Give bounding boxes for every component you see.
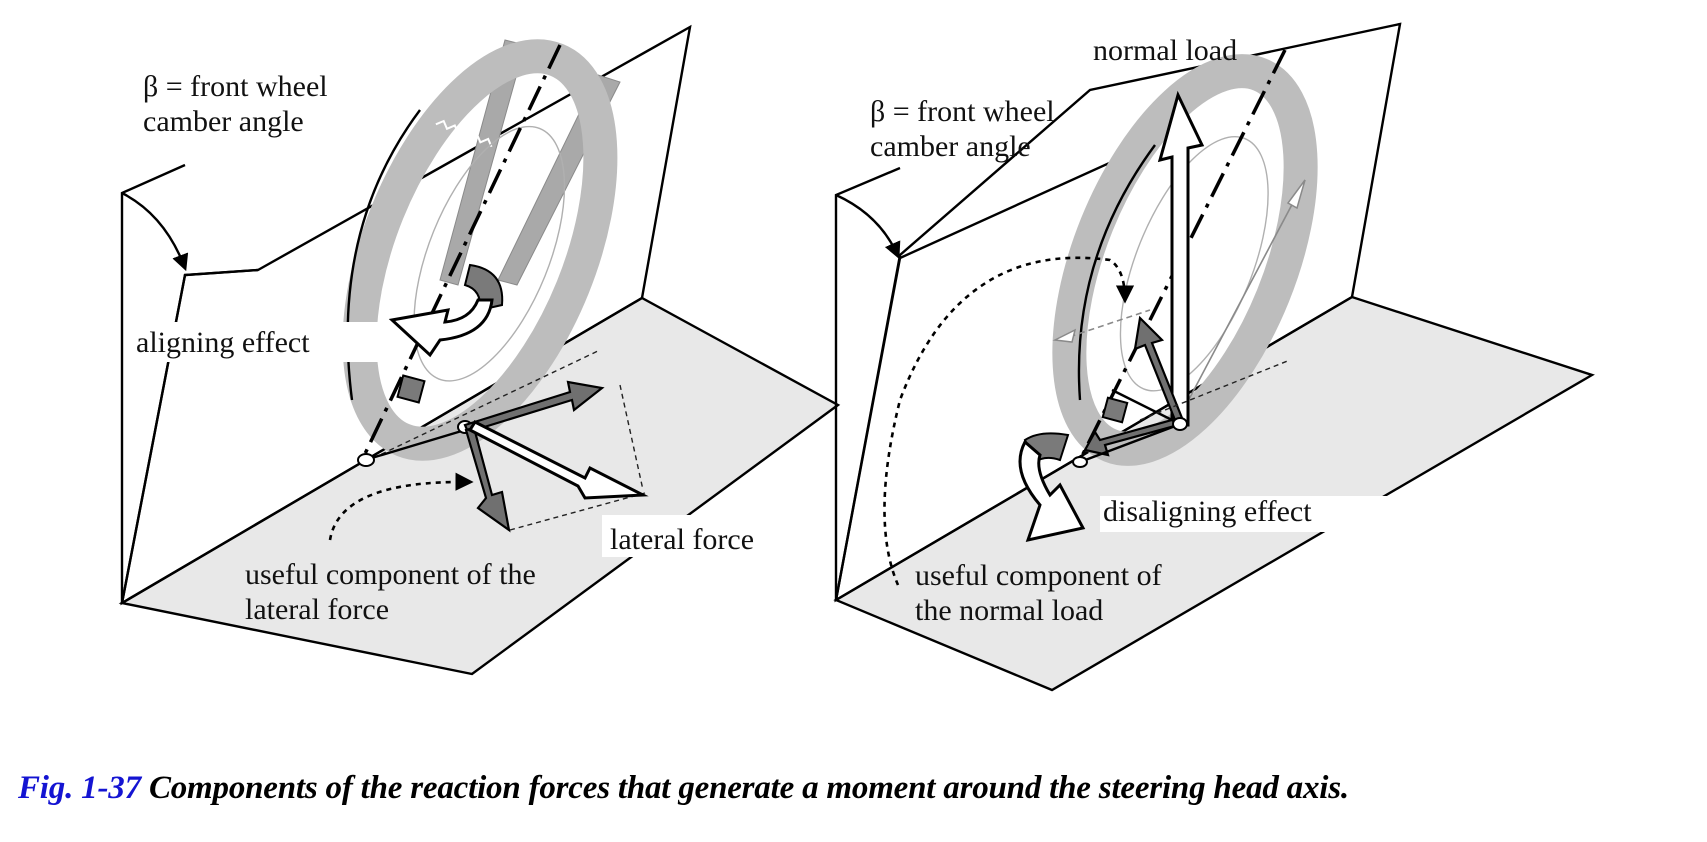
left-camber-plane-edge <box>120 268 259 604</box>
right-tire-outline <box>1077 144 1156 401</box>
left-camber-label-2: camber angle <box>143 105 304 138</box>
right-ground-line <box>1079 423 1179 464</box>
right-disaligning-effect-label: disaligning effect <box>1103 495 1312 528</box>
right-camber-label-1: β = front wheel <box>870 95 1055 128</box>
left-component-label-1: useful component of the <box>245 558 536 591</box>
left-reference-plane <box>120 163 186 603</box>
right-tire <box>1052 54 1318 466</box>
left-component-arrow-down <box>464 426 511 533</box>
right-panel <box>833 22 1595 692</box>
right-reference-plane <box>834 166 901 600</box>
left-contact-line <box>364 349 601 463</box>
right-vertical-plane <box>834 22 1402 603</box>
right-disaligning-arrow-icon <box>1018 439 1086 543</box>
figure-diagram: β = front wheel camber angle aligning ef… <box>118 22 1595 692</box>
right-component-label-2: the normal load <box>915 594 1103 627</box>
right-moment-arm <box>1111 388 1179 425</box>
right-contact-point <box>1072 456 1088 468</box>
right-contact-marker <box>1101 396 1129 424</box>
right-useful-component-arc <box>883 256 1135 586</box>
left-aligning-effect-label: aligning effect <box>136 326 310 359</box>
left-lateral-force-label: lateral force <box>610 523 754 556</box>
right-labels: normal load β = front wheel camber angle… <box>870 34 1405 627</box>
right-camber-label-2: camber angle <box>870 130 1031 163</box>
right-camber-arc-icon <box>835 193 901 260</box>
left-contact-point <box>357 453 375 467</box>
left-component-label-2: lateral force <box>245 593 389 626</box>
left-panel <box>118 24 841 676</box>
right-ghost-arrow-left <box>1052 328 1077 343</box>
left-contact-marker <box>396 374 426 404</box>
right-ghost-line <box>1177 179 1306 421</box>
right-normal-load-arrow <box>1157 90 1205 427</box>
left-ground-line <box>364 428 466 462</box>
right-ground-plane <box>833 295 1595 692</box>
left-lateral-force-arrow <box>467 420 649 500</box>
left-aligning-arrow-icon <box>388 298 494 358</box>
left-camber-label-1: β = front wheel <box>143 70 328 103</box>
right-ghost-arrow-up <box>1286 179 1306 210</box>
right-component-arrow-left <box>1083 418 1181 457</box>
left-camber-arc-icon <box>121 191 189 272</box>
left-useful-component-arc <box>328 472 474 541</box>
figure-caption: Fig. 1-37 Components of the reaction for… <box>18 770 1698 807</box>
figure-caption-text: Components of the reaction forces that g… <box>148 770 1349 806</box>
left-tire <box>342 39 618 461</box>
figure-number: Fig. 1-37 <box>18 770 141 806</box>
left-labels: β = front wheel camber angle aligning ef… <box>132 70 792 626</box>
left-steering-axis <box>360 44 562 461</box>
right-component-label-1: useful component of <box>915 559 1162 592</box>
right-ghost-line-2 <box>1059 309 1151 341</box>
right-force-origin <box>1172 417 1188 431</box>
right-normal-load-label: normal load <box>1093 34 1237 67</box>
